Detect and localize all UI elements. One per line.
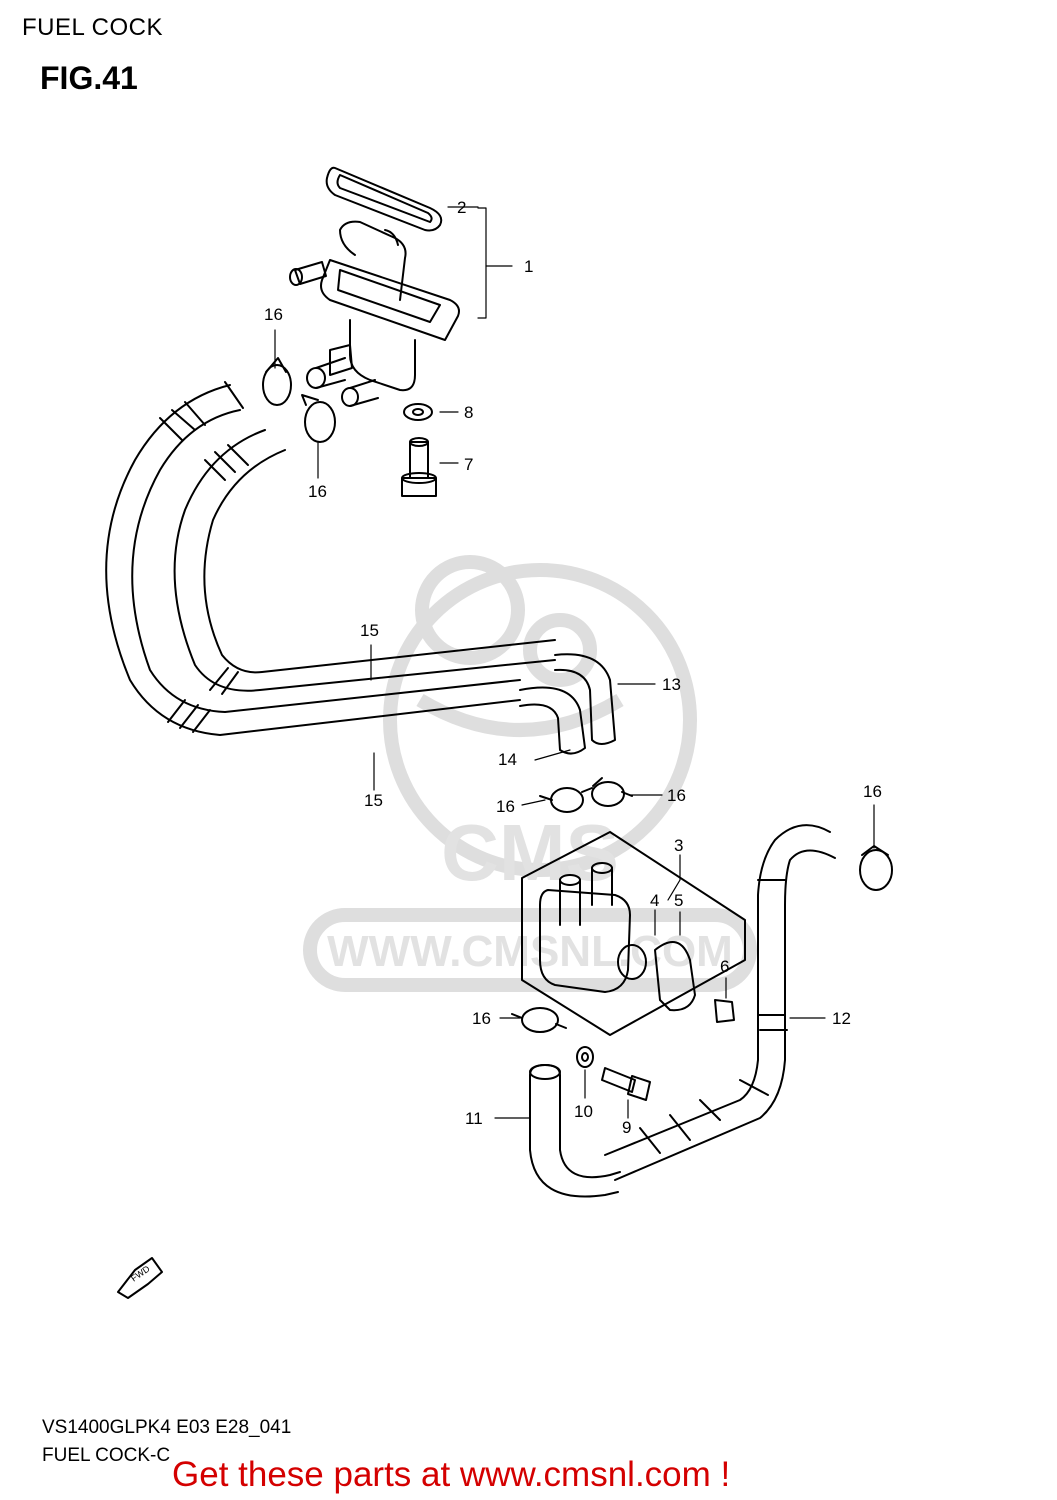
watermark-url: WWW.CMSNL.COM — [327, 927, 733, 976]
lever-part-5 — [654, 941, 696, 1012]
fuel-valve-assembly — [521, 831, 746, 1036]
joint-pipe-13 — [554, 653, 616, 745]
callout-6: 6 — [720, 957, 729, 976]
callout-16: 16 — [667, 786, 686, 805]
watermark-face — [415, 555, 525, 665]
hose-clamp-lower — [511, 1007, 567, 1033]
fuel-cock-body — [289, 220, 460, 407]
callout-14: 14 — [498, 750, 517, 769]
hose-clamp-middle-1 — [539, 787, 593, 813]
hose-clamp-middle-2 — [591, 777, 633, 807]
washer-part-10 — [576, 1046, 594, 1068]
section-title: FUEL COCK — [22, 14, 163, 41]
callout-5: 5 — [674, 891, 683, 910]
screw-part-9 — [601, 1067, 651, 1101]
callout-12: 12 — [832, 1009, 851, 1028]
callout-16: 16 — [863, 782, 882, 801]
callout-7: 7 — [464, 455, 473, 474]
callout-8: 8 — [464, 403, 473, 422]
bolt-part-7 — [401, 437, 437, 497]
hose-clamp-upper-2 — [301, 394, 336, 443]
callout-16: 16 — [472, 1009, 491, 1028]
fwd-label: FWD — [129, 1263, 152, 1283]
figure-title: FIG.41 — [40, 60, 138, 96]
callout-4: 4 — [650, 891, 659, 910]
callout-2: 2 — [457, 198, 466, 217]
callout-13: 13 — [662, 675, 681, 694]
callout-16: 16 — [264, 305, 283, 324]
washer-part — [403, 403, 433, 421]
leader-lines — [274, 206, 875, 1119]
gasket-part — [325, 166, 443, 232]
forward-arrow-icon — [117, 1257, 163, 1299]
screw-part-6 — [714, 999, 735, 1023]
fuel-hose-12 — [604, 824, 836, 1181]
joint-pipe-14 — [519, 686, 586, 755]
callout-10: 10 — [574, 1102, 593, 1121]
watermark-ring — [383, 563, 697, 877]
callout-16: 16 — [496, 797, 515, 816]
fuel-hose-inner — [173, 429, 556, 695]
fuel-hose-11 — [529, 1064, 621, 1198]
hose-clamp-right — [859, 845, 893, 891]
promo-link[interactable]: Get these parts at www.cmsnl.com ! — [172, 1455, 731, 1494]
callout-1: 1 — [524, 257, 533, 276]
callout-15: 15 — [360, 621, 379, 640]
o-ring-part-4 — [617, 944, 647, 980]
watermark-brand: CMS — [441, 808, 619, 897]
fuel-hose-outer — [105, 381, 521, 736]
hose-clamp-upper-1 — [262, 357, 292, 406]
callout-15: 15 — [364, 791, 383, 810]
callout-16: 16 — [308, 482, 327, 501]
diagram-code: VS1400GLPK4 E03 E28_041 — [42, 1417, 292, 1438]
callout-3: 3 — [674, 836, 683, 855]
callout-9: 9 — [622, 1118, 631, 1137]
callout-11: 11 — [465, 1109, 483, 1128]
diagram-name: FUEL COCK-C — [42, 1445, 171, 1466]
